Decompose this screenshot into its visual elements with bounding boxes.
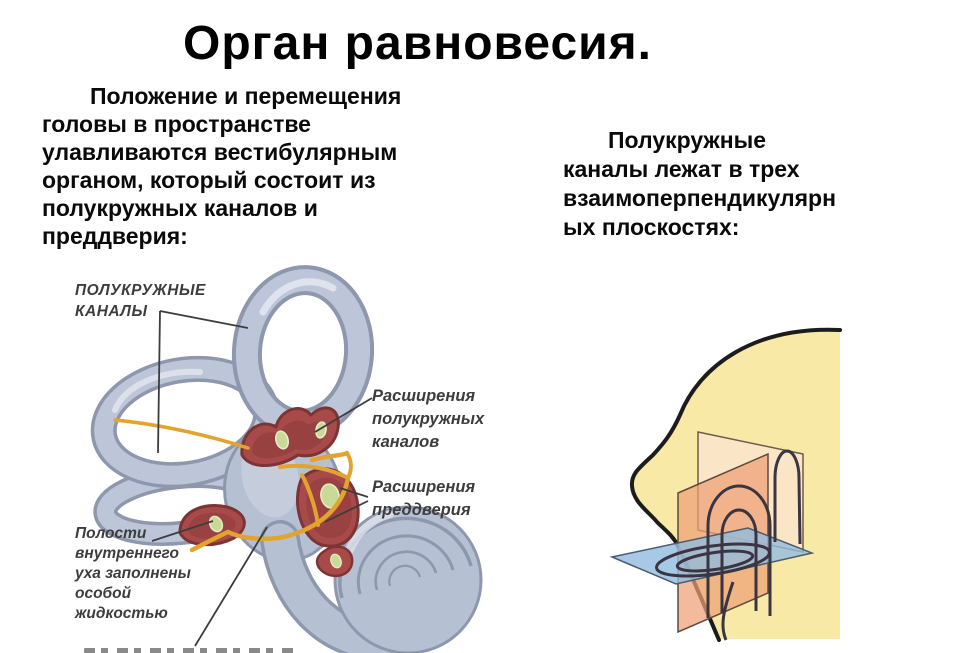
label-vestibule-ampullae: Расширения преддверия bbox=[372, 478, 476, 519]
label-semicircular-canals: ПОЛУКРУЖНЫЕ КАНАЛЫ bbox=[75, 282, 206, 320]
head-planes-illustration bbox=[609, 327, 842, 642]
pointer-vestibule-ampulla-2 bbox=[324, 500, 369, 523]
slide-title: Орган равновесия. bbox=[183, 17, 652, 70]
label-canal-ampullae: Расширения полукружных каналов bbox=[372, 387, 485, 451]
label-inner-ear-cavities: Полости внутреннего уха заполнены особой… bbox=[75, 525, 191, 622]
pointer-cavities bbox=[151, 520, 214, 542]
canal-orientation-loops bbox=[655, 449, 802, 641]
horizontal-plane bbox=[609, 527, 815, 585]
pointer-canals-upper bbox=[159, 310, 249, 329]
pointer-lines bbox=[151, 310, 373, 647]
pointer-bottom-caption bbox=[194, 526, 268, 647]
planes-paragraph: Полукружные каналы лежат в трех взаимопе… bbox=[563, 127, 836, 240]
cutoff-caption-strip bbox=[84, 648, 294, 653]
intro-paragraph: Положение и перемещения головы в простра… bbox=[42, 83, 402, 249]
inner-ear-figure bbox=[30, 250, 520, 653]
pointer-vestibule-ampulla-1 bbox=[339, 487, 369, 498]
pointer-canals-lower bbox=[157, 310, 161, 454]
cochlea bbox=[260, 505, 483, 653]
inner-ear-illustration bbox=[90, 265, 483, 653]
pointer-canal-ampulla bbox=[314, 397, 373, 433]
head-planes-figure bbox=[605, 320, 950, 653]
